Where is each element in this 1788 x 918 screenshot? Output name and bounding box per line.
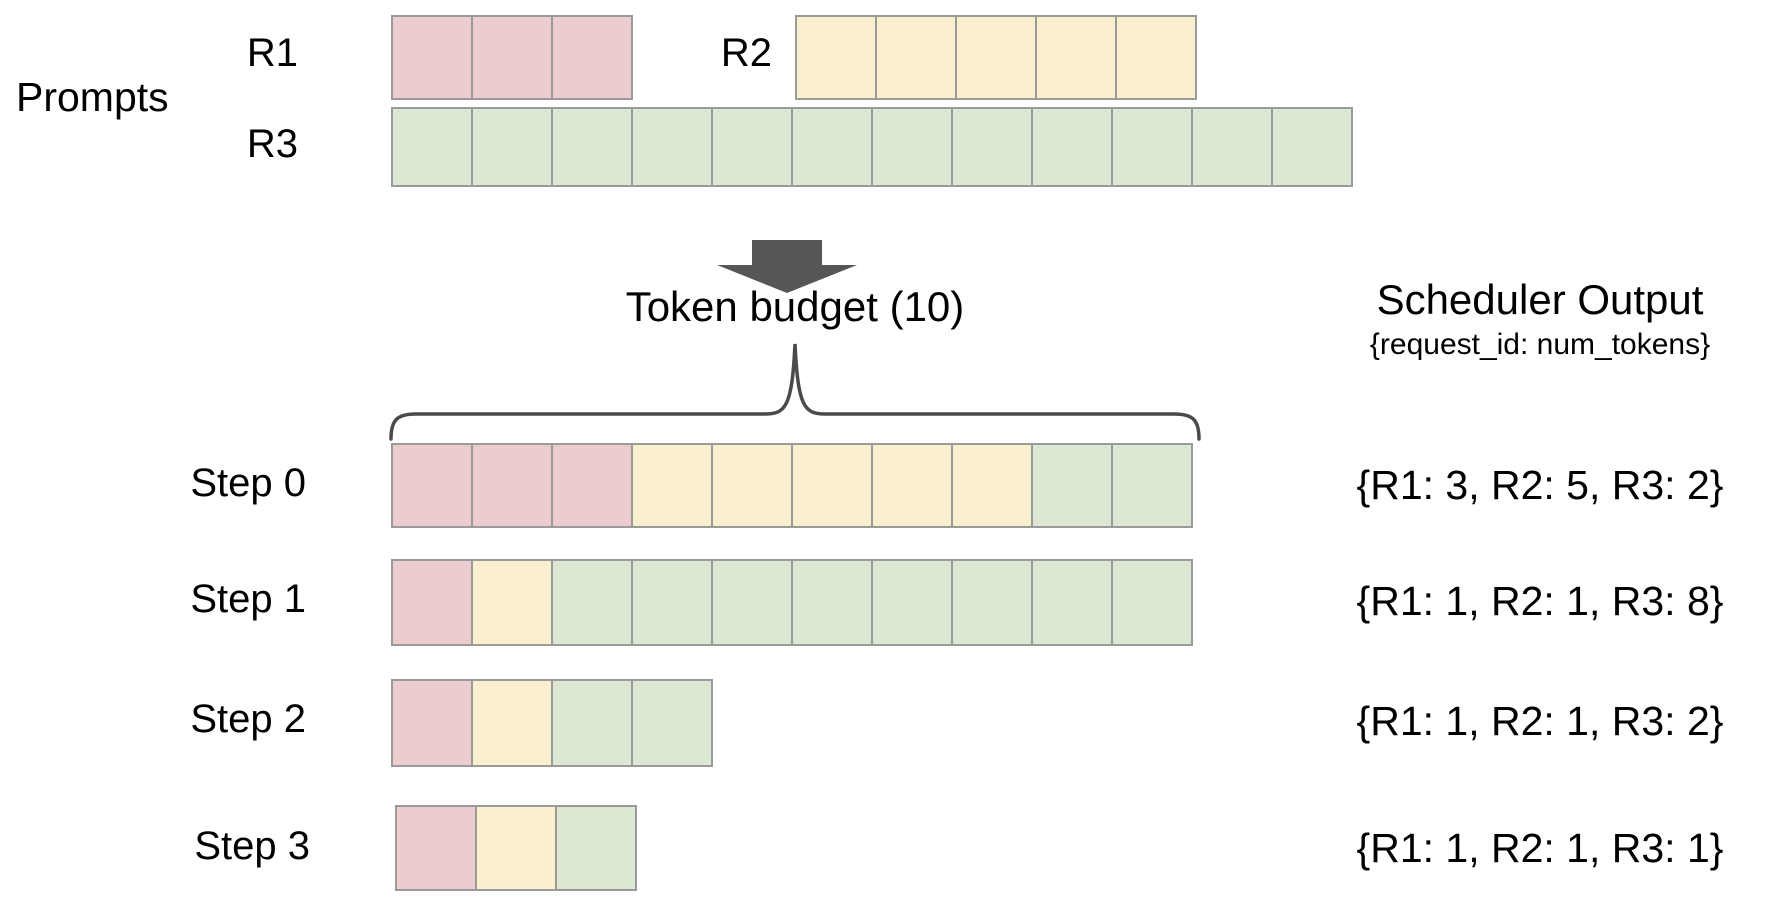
token-cell-r3: [471, 107, 553, 187]
token-cell-r2: [791, 443, 873, 528]
token-cell-r3: [631, 107, 713, 187]
token-cell-r3: [551, 679, 633, 767]
token-cell-r2: [1035, 15, 1117, 100]
token-cell-r3: [871, 107, 953, 187]
token-budget-brace: [389, 343, 1201, 441]
token-budget-label: Token budget (10): [625, 283, 965, 330]
token-cell-r3: [1031, 107, 1113, 187]
token-cell-r3: [791, 107, 873, 187]
token-cell-r3: [551, 559, 633, 646]
request-r2-label: R2: [720, 31, 772, 75]
token-cell-r2: [955, 15, 1037, 100]
scheduler-output-step-3: {R1: 1, R2: 1, R3: 1}: [1356, 825, 1724, 871]
token-cell-r3: [631, 559, 713, 646]
step-3-label: Step 3: [194, 824, 310, 868]
token-cell-r2: [711, 443, 793, 528]
token-cell-r1: [551, 443, 633, 528]
token-cell-r1: [551, 15, 633, 100]
token-cell-r3: [1031, 443, 1113, 528]
token-cell-r1: [391, 443, 473, 528]
scheduler-output-subtitle: {request_id: num_tokens}: [1369, 328, 1711, 361]
prompts-section-label: Prompts: [16, 74, 169, 120]
step-3-token-row: [395, 805, 637, 891]
step-2-label: Step 2: [190, 697, 306, 741]
step-1-token-row: [391, 559, 1193, 646]
token-cell-r3: [631, 679, 713, 767]
token-cell-r3: [711, 107, 793, 187]
token-cell-r3: [711, 559, 793, 646]
request-r1-token-row: [391, 15, 633, 100]
token-cell-r2: [795, 15, 877, 100]
token-cell-r3: [951, 107, 1033, 187]
down-arrow-icon: [717, 240, 857, 293]
token-cell-r3: [951, 559, 1033, 646]
token-cell-r2: [951, 443, 1033, 528]
scheduler-output-step-1: {R1: 1, R2: 1, R3: 8}: [1356, 578, 1724, 624]
step-0-label: Step 0: [190, 461, 306, 505]
request-r3-label: R3: [246, 122, 298, 166]
down-arrow-head: [717, 265, 857, 293]
token-cell-r3: [1271, 107, 1353, 187]
scheduler-output-step-2: {R1: 1, R2: 1, R3: 2}: [1356, 698, 1724, 744]
token-cell-r2: [1115, 15, 1197, 100]
token-cell-r1: [471, 15, 553, 100]
scheduler-output-title: Scheduler Output: [1376, 276, 1704, 323]
token-cell-r2: [875, 15, 957, 100]
token-cell-r2: [471, 559, 553, 646]
scheduler-output-step-0: {R1: 3, R2: 5, R3: 2}: [1356, 462, 1724, 508]
token-cell-r1: [391, 679, 473, 767]
token-cell-r3: [555, 805, 637, 891]
step-1-label: Step 1: [190, 577, 306, 621]
token-cell-r3: [391, 107, 473, 187]
request-r3-token-row: [391, 107, 1353, 187]
token-cell-r3: [1111, 443, 1193, 528]
token-cell-r2: [471, 679, 553, 767]
token-cell-r3: [871, 559, 953, 646]
request-r2-token-row: [795, 15, 1197, 100]
token-cell-r3: [1111, 107, 1193, 187]
token-cell-r2: [871, 443, 953, 528]
token-cell-r1: [391, 15, 473, 100]
down-arrow-stem: [752, 240, 822, 266]
token-cell-r1: [471, 443, 553, 528]
token-cell-r3: [1191, 107, 1273, 187]
step-2-token-row: [391, 679, 713, 767]
token-cell-r3: [551, 107, 633, 187]
token-cell-r2: [475, 805, 557, 891]
request-r1-label: R1: [246, 31, 298, 75]
token-cell-r3: [1031, 559, 1113, 646]
token-cell-r1: [391, 559, 473, 646]
token-cell-r2: [631, 443, 713, 528]
token-cell-r1: [395, 805, 477, 891]
step-0-token-row: [391, 443, 1193, 528]
token-cell-r3: [1111, 559, 1193, 646]
token-cell-r3: [791, 559, 873, 646]
